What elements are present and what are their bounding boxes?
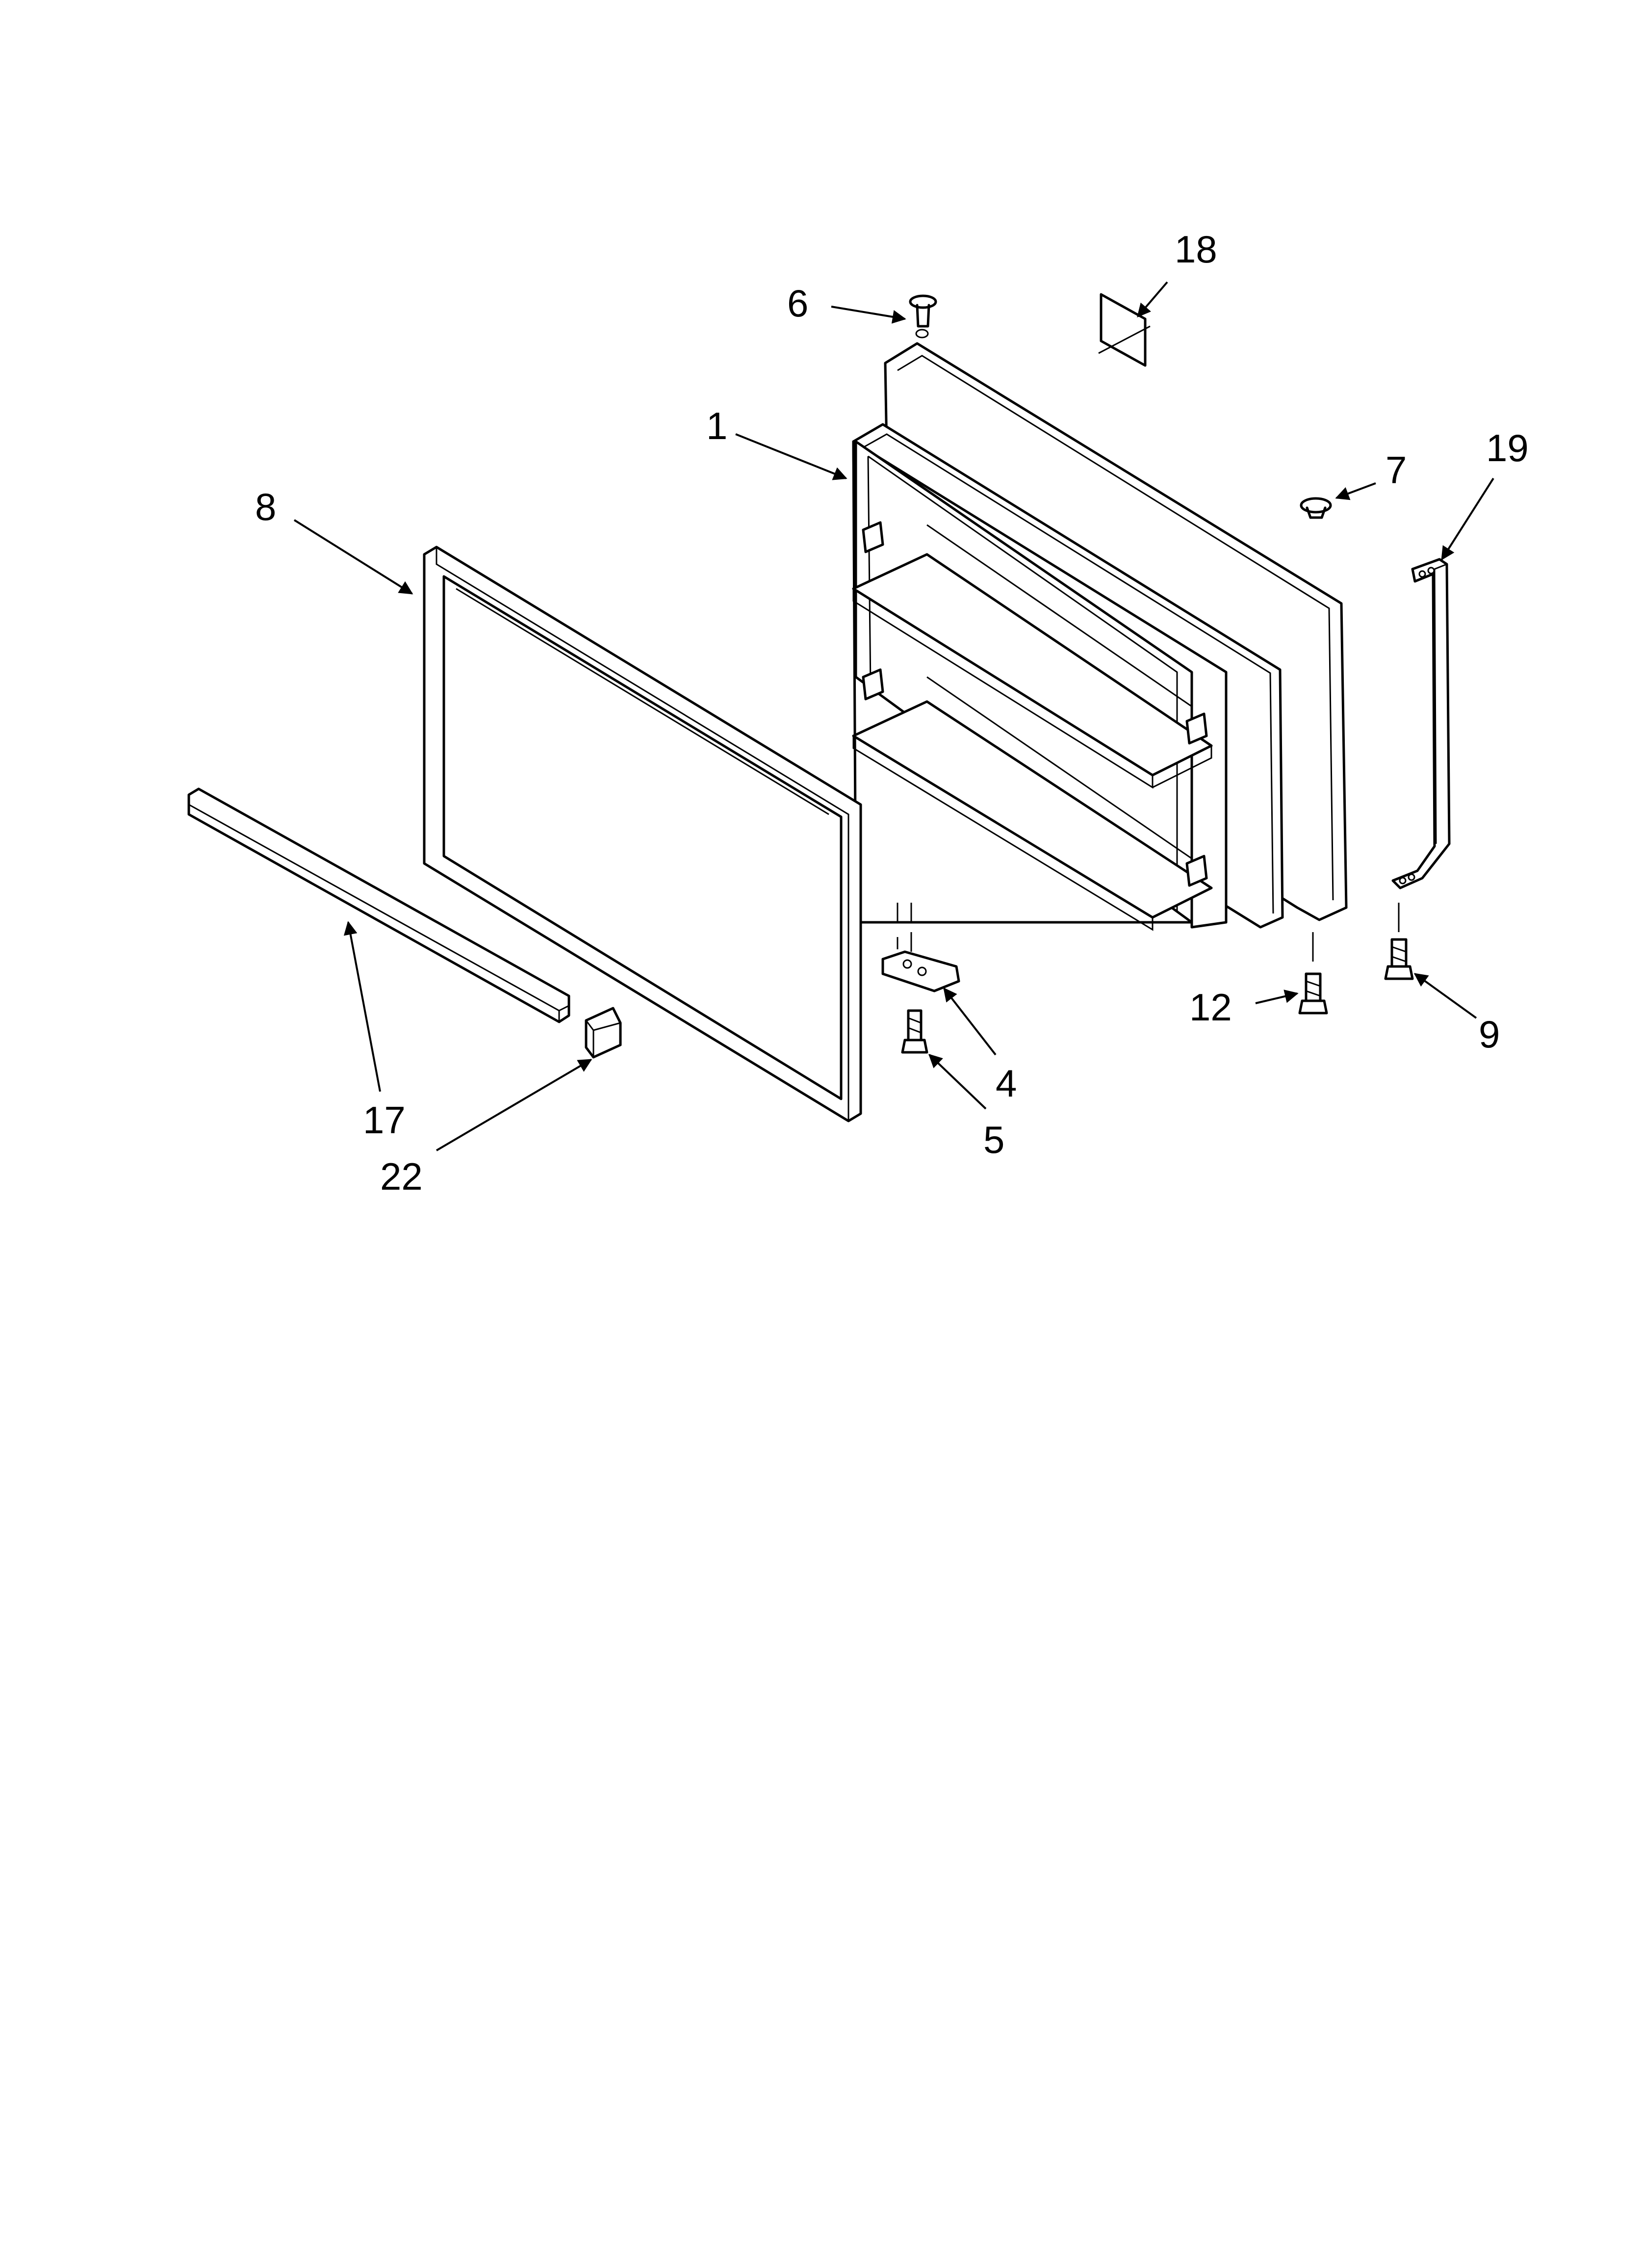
leader-4 <box>943 987 997 1056</box>
leader-12 <box>1255 990 1299 1004</box>
top-pin-part <box>909 294 937 328</box>
hinge-bracket-part <box>881 903 960 992</box>
leader-7 <box>1335 482 1376 500</box>
callout-8: 8 <box>255 485 276 528</box>
end-cap-part <box>585 1007 622 1059</box>
leader-8 <box>293 519 413 595</box>
leader-18 <box>1137 281 1168 318</box>
leader-1 <box>735 433 847 480</box>
hinge-screw-part <box>901 1009 928 1054</box>
leader-22 <box>436 1059 592 1151</box>
callout-22: 22 <box>380 1155 423 1198</box>
callout-5: 5 <box>983 1118 1004 1161</box>
plug-part <box>1300 497 1332 519</box>
callout-4: 4 <box>996 1062 1017 1105</box>
handle-screw-part <box>1384 903 1414 980</box>
callout-numbers: 6 18 1 7 19 8 17 22 4 5 12 9 <box>255 228 1529 1198</box>
callout-1: 1 <box>706 404 727 447</box>
leader-9 <box>1413 973 1477 1019</box>
callout-19: 19 <box>1486 426 1529 469</box>
callout-18: 18 <box>1175 228 1217 271</box>
door-gasket-part <box>423 546 862 1122</box>
callout-7: 7 <box>1385 448 1407 492</box>
door-liner-part <box>852 329 1348 931</box>
callout-9: 9 <box>1479 1013 1500 1056</box>
leader-6 <box>831 306 906 324</box>
label-part <box>1098 293 1151 367</box>
callout-6: 6 <box>787 282 808 325</box>
leader-17 <box>343 921 381 1092</box>
bottom-screw-part <box>1298 932 1328 1015</box>
leader-5 <box>928 1054 987 1110</box>
trim-strip-part <box>187 787 570 1023</box>
callout-12: 12 <box>1189 986 1232 1029</box>
leader-lines <box>293 281 1494 1151</box>
door-handle-part <box>1391 558 1451 889</box>
callout-17: 17 <box>363 1098 406 1142</box>
leader-19 <box>1441 477 1494 561</box>
